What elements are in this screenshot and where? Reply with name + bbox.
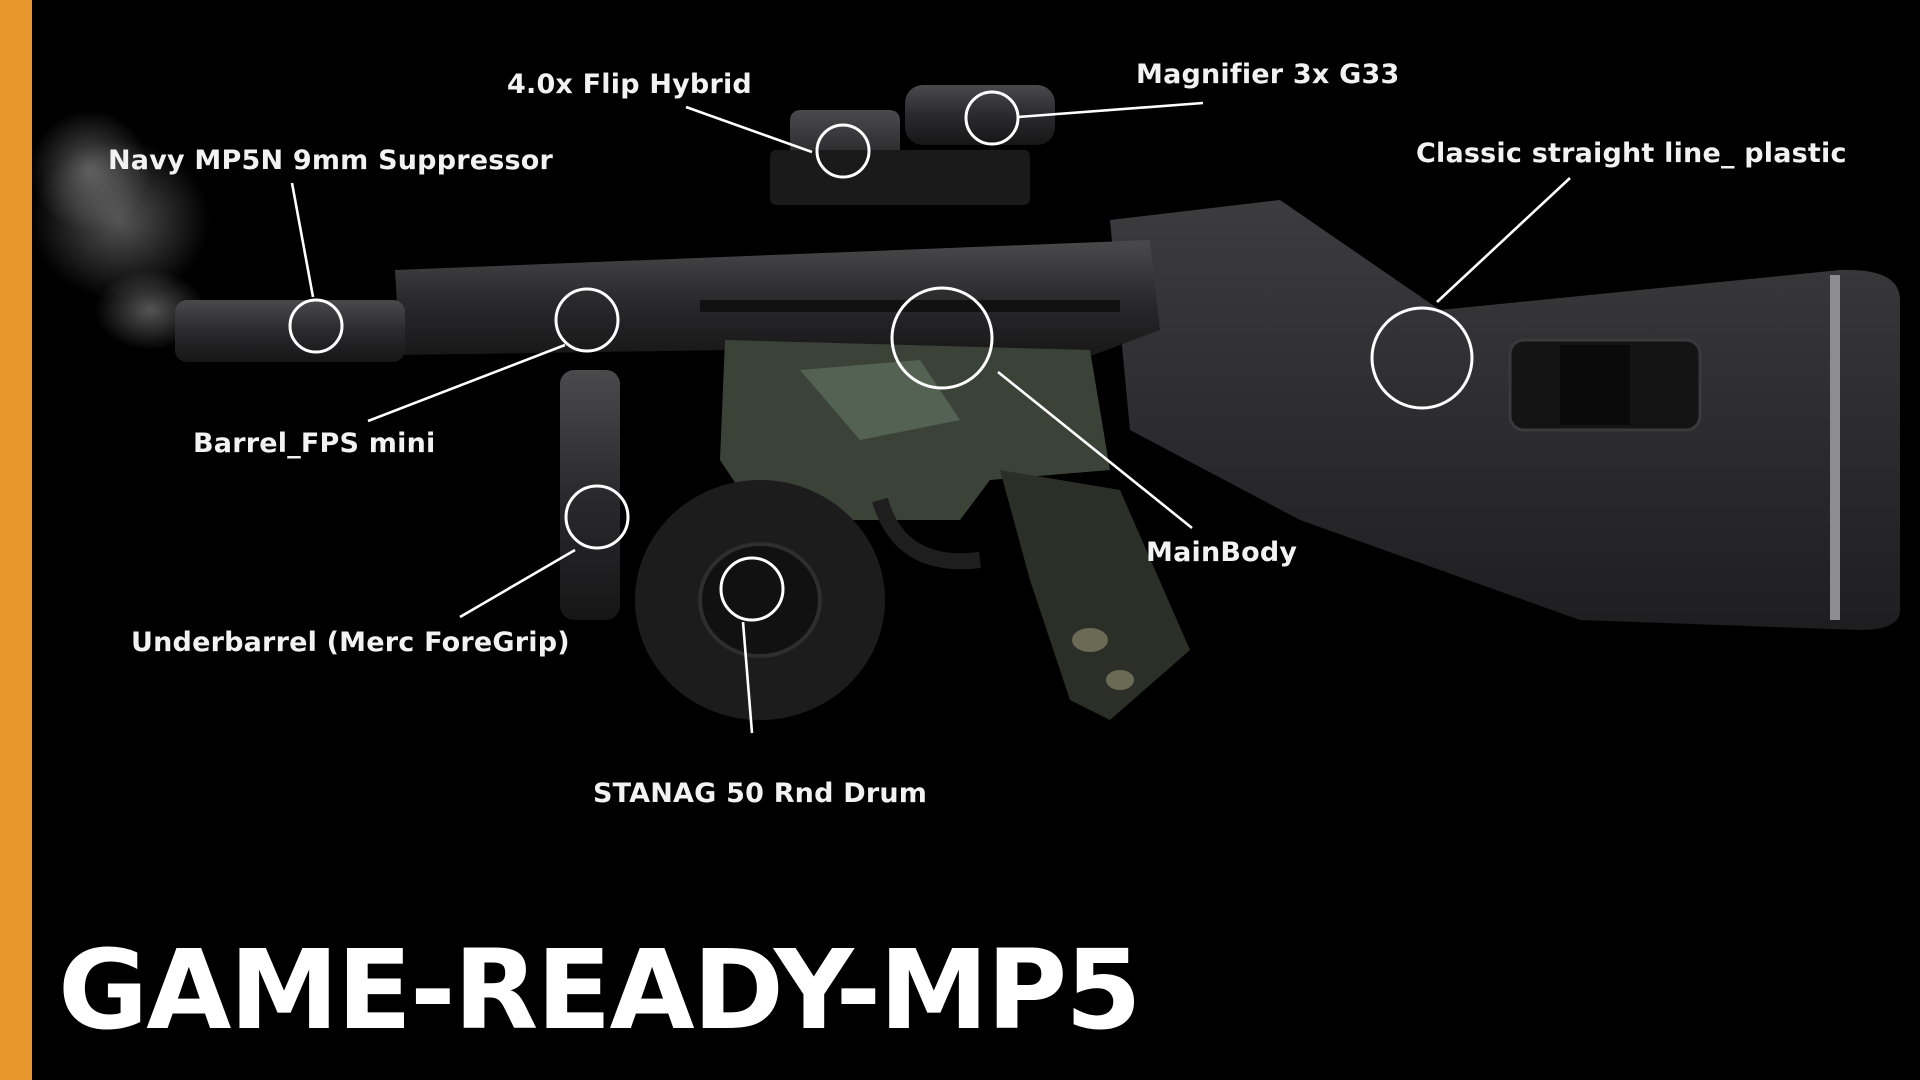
callout-label-suppressor: Navy MP5N 9mm Suppressor — [108, 145, 554, 176]
callout-label-optic: 4.0x Flip Hybrid — [507, 69, 752, 100]
callout-label-magnifier: Magnifier 3x G33 — [1136, 59, 1400, 90]
callout-circles — [288, 90, 1474, 622]
muzzle-smoke — [30, 110, 210, 350]
foregrip-shape — [560, 370, 620, 620]
magnifier-shape — [905, 85, 1055, 145]
stock-shape — [1110, 200, 1900, 630]
callout-label-stock: Classic straight line_ plastic — [1416, 138, 1847, 169]
callout-label-underbarrel: Underbarrel (Merc ForeGrip) — [131, 627, 570, 658]
page-title: GAME-READY-MP5 — [58, 926, 1142, 1054]
callout-label-barrel: Barrel_FPS mini — [193, 428, 436, 459]
callout-lines — [290, 101, 1571, 734]
accent-bar — [0, 0, 32, 1080]
pistol-grip-shape — [1000, 470, 1190, 720]
callout-label-magazine: STANAG 50 Rnd Drum — [593, 778, 928, 809]
callout-label-mainbody: MainBody — [1146, 537, 1298, 568]
